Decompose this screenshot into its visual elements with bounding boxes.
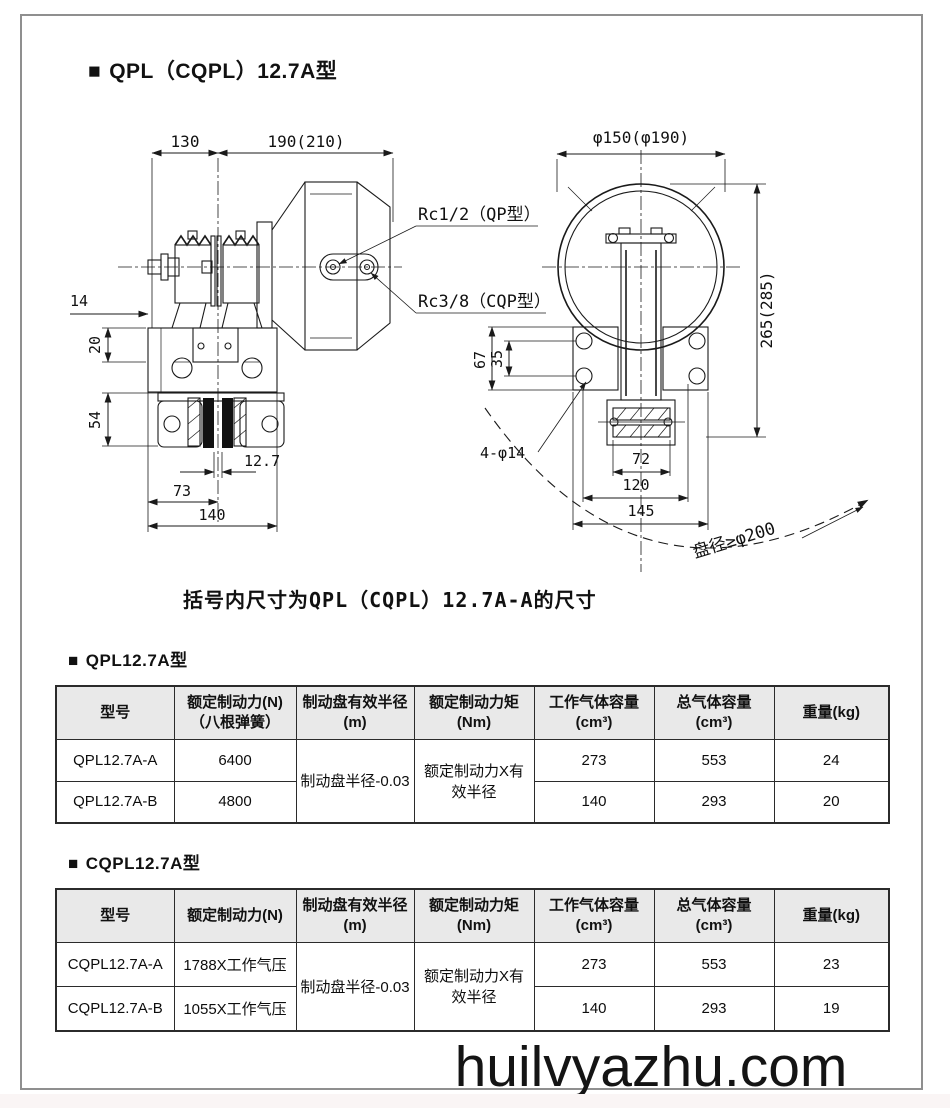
dim-12-7: 12.7	[244, 452, 280, 470]
dim-20: 20	[86, 336, 104, 354]
drawing-caption: 括号内尺寸为QPL（CQPL）12.7A-A的尺寸	[183, 588, 597, 612]
watermark-text: huilvyazhu.com	[454, 1035, 848, 1099]
torque-cell: 额定制动力X有效半径	[413, 738, 535, 824]
section-marker-icon: ■	[68, 651, 79, 670]
model-cell: CQPL12.7A-B	[55, 985, 175, 1032]
weight-cell: 23	[773, 941, 890, 987]
column-header: 制动盘有效半径(m)	[295, 685, 415, 740]
total-volume-cell: 553	[653, 738, 775, 782]
qpl-table-container: 型号 额定制动力(N)（八根弹簧） 制动盘有效半径(m) 额定制动力矩(Nm) …	[55, 685, 890, 824]
work-volume-cell: 140	[533, 985, 655, 1032]
column-header: 重量(kg)	[773, 685, 890, 740]
note-4-phi14: 4-φ14	[480, 444, 525, 462]
table-row: CQPL12.7A-B 1055X工作气压 140 293 19	[55, 985, 890, 1032]
column-header: 型号	[55, 685, 175, 740]
section-marker-icon: ■	[88, 60, 102, 83]
page-title-text: QPL（CQPL）12.7A型	[109, 60, 338, 83]
column-header: 总气体容量(cm³)	[653, 888, 775, 943]
work-volume-cell: 140	[533, 780, 655, 824]
spec-table-cqpl: 型号 额定制动力(N) 制动盘有效半径(m) 额定制动力矩(Nm) 工作气体容量…	[55, 888, 890, 1032]
force-cell: 1055X工作气压	[173, 985, 297, 1032]
dim-190-210: 190(210)	[267, 132, 344, 151]
dim-72: 72	[632, 450, 650, 468]
model-cell: CQPL12.7A-A	[55, 941, 175, 987]
dim-130: 130	[171, 132, 200, 151]
right-view: φ150(φ190)	[471, 128, 869, 572]
dim-phi150: φ150(φ190)	[593, 128, 689, 147]
column-header: 工作气体容量(cm³)	[533, 685, 655, 740]
table-title-qpl: ■ QPL12.7A型	[68, 646, 188, 671]
page-title: ■ QPL（CQPL）12.7A型	[88, 55, 337, 85]
dim-120: 120	[622, 476, 649, 494]
radius-cell: 制动盘半径-0.03	[295, 738, 415, 824]
table-title-text: QPL12.7A型	[85, 651, 188, 670]
dim-73: 73	[173, 482, 191, 500]
port-label-cqp: Rc3/8（CQP型）	[418, 292, 551, 312]
dim-14: 14	[70, 292, 88, 310]
bottom-strip	[0, 1094, 950, 1108]
dim-145: 145	[627, 502, 654, 520]
column-header: 制动盘有效半径(m)	[295, 888, 415, 943]
column-header: 工作气体容量(cm³)	[533, 888, 655, 943]
table-row: CQPL12.7A-A 1788X工作气压 制动盘半径-0.03 额定制动力X有…	[55, 941, 890, 1032]
work-volume-cell: 273	[533, 738, 655, 782]
model-cell: QPL12.7A-A	[55, 738, 175, 782]
total-volume-cell: 553	[653, 941, 775, 987]
technical-drawing: 130 190(210)	[70, 128, 869, 572]
dim-35: 35	[488, 350, 506, 368]
weight-cell: 20	[773, 780, 890, 824]
dim-67: 67	[471, 351, 489, 369]
torque-cell: 额定制动力X有效半径	[413, 941, 535, 1032]
radius-cell: 制动盘半径-0.03	[295, 941, 415, 1032]
column-header: 额定制动力矩(Nm)	[413, 685, 535, 740]
column-header: 额定制动力(N)（八根弹簧）	[173, 685, 297, 740]
force-cell: 6400	[173, 738, 297, 782]
dim-140: 140	[198, 506, 225, 524]
dim-54: 54	[86, 411, 104, 429]
table-title-text: CQPL12.7A型	[85, 854, 201, 873]
left-view: 130 190(210)	[70, 132, 551, 532]
force-cell: 1788X工作气压	[173, 941, 297, 987]
column-header: 总气体容量(cm³)	[653, 685, 775, 740]
work-volume-cell: 273	[533, 941, 655, 987]
table-row: QPL12.7A-A 6400 制动盘半径-0.03 额定制动力X有效半径 27…	[55, 738, 890, 824]
spec-table-qpl: 型号 额定制动力(N)（八根弹簧） 制动盘有效半径(m) 额定制动力矩(Nm) …	[55, 685, 890, 824]
weight-cell: 19	[773, 985, 890, 1032]
port-label-qp: Rc1/2（QP型）	[418, 205, 541, 225]
force-cell: 4800	[173, 780, 297, 824]
table-row: QPL12.7A-B 4800 140 293 20	[55, 780, 890, 824]
column-header: 额定制动力矩(Nm)	[413, 888, 535, 943]
column-header: 重量(kg)	[773, 888, 890, 943]
model-cell: QPL12.7A-B	[55, 780, 175, 824]
column-header: 型号	[55, 888, 175, 943]
total-volume-cell: 293	[653, 780, 775, 824]
total-volume-cell: 293	[653, 985, 775, 1032]
cqpl-table-container: 型号 额定制动力(N) 制动盘有效半径(m) 额定制动力矩(Nm) 工作气体容量…	[55, 888, 890, 1032]
note-disc-diameter: 盘径≥φ200	[691, 519, 778, 563]
dim-265-285: 265(285)	[757, 271, 776, 348]
table-title-cqpl: ■ CQPL12.7A型	[68, 849, 200, 874]
column-header: 额定制动力(N)	[173, 888, 297, 943]
weight-cell: 24	[773, 738, 890, 782]
section-marker-icon: ■	[68, 854, 79, 873]
